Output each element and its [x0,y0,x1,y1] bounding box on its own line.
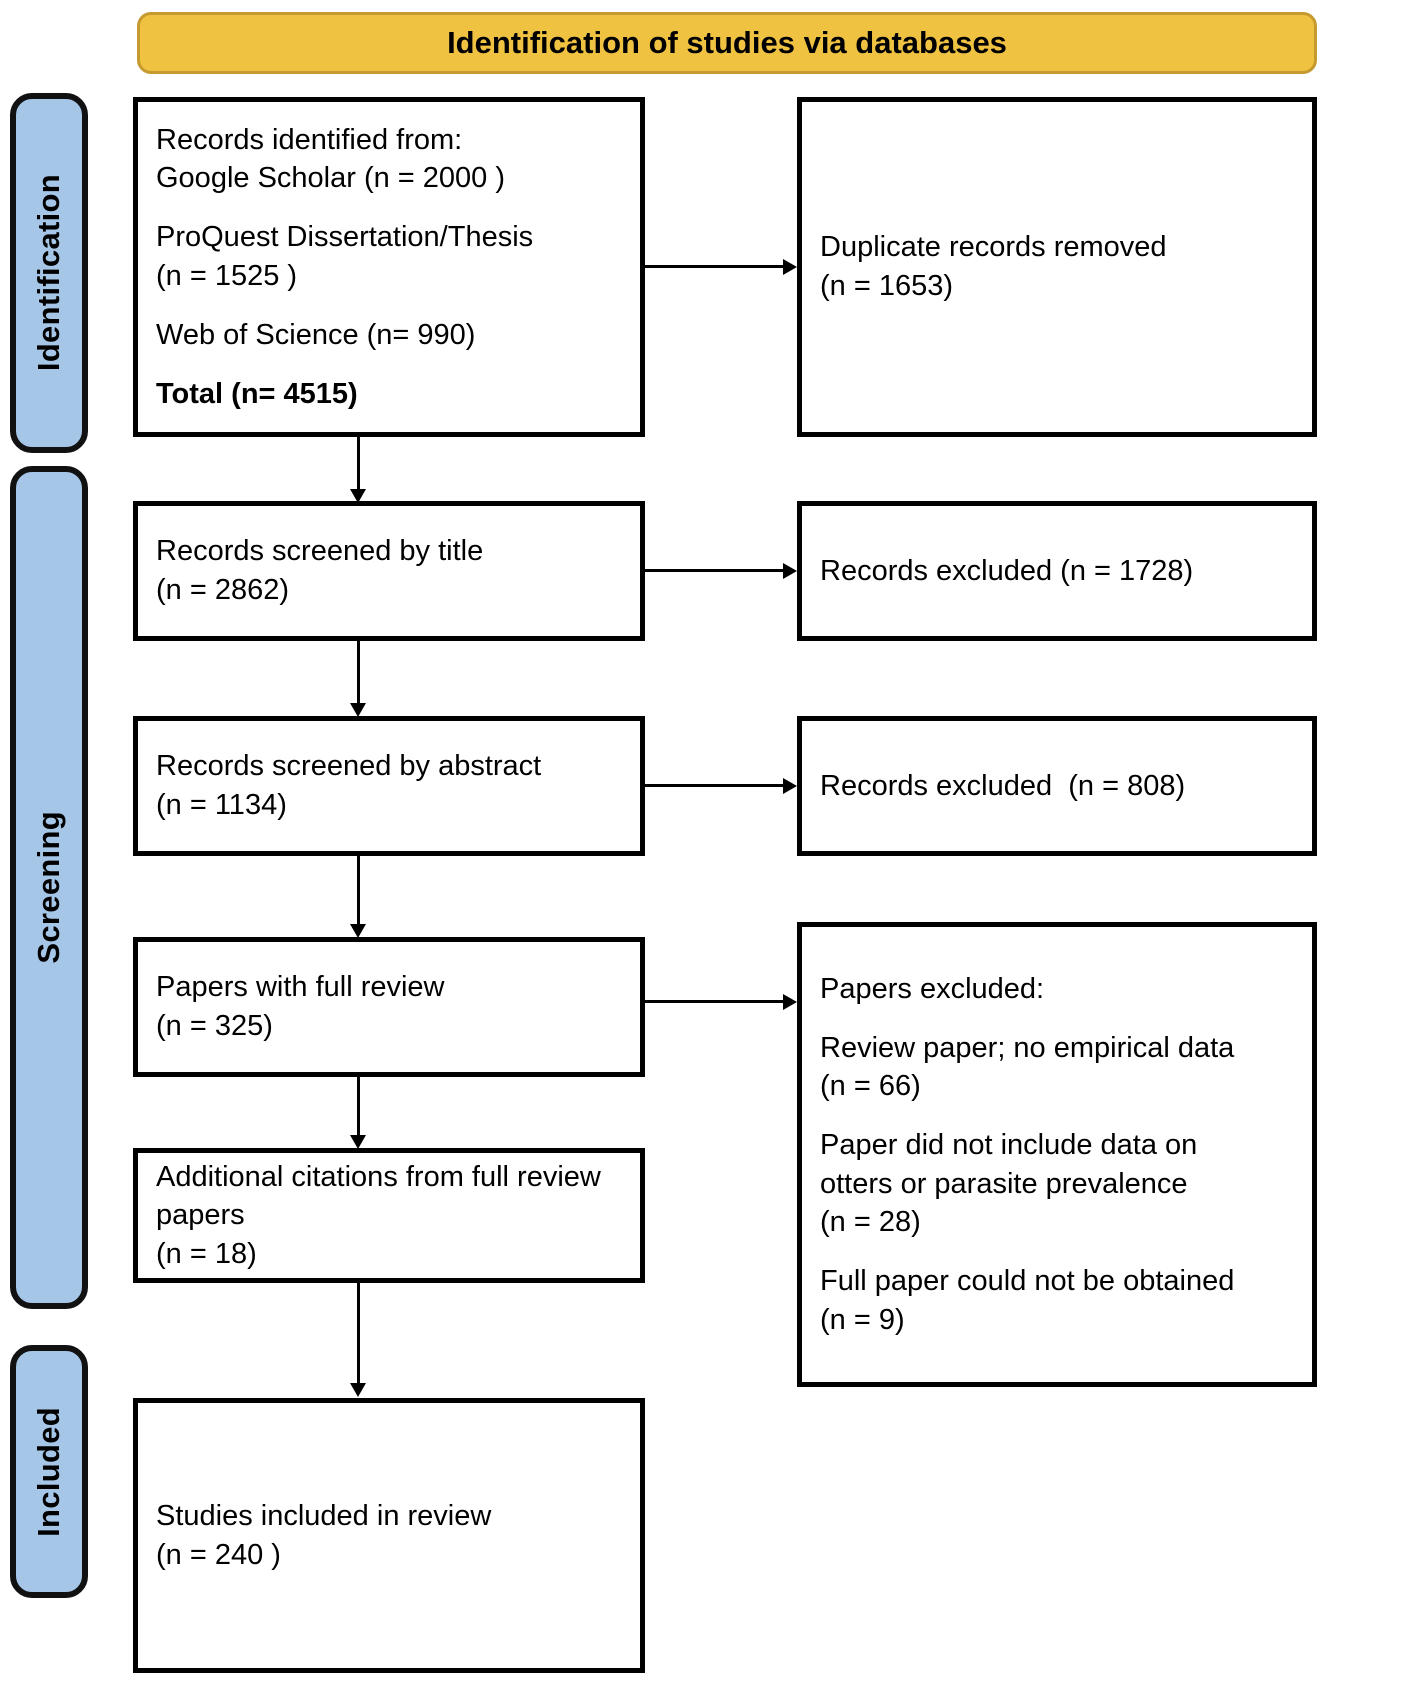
records-excluded-title-box: Records excluded (n = 1728) [797,501,1317,641]
phase-label-screening: Screening [31,811,66,964]
studies-included-in-review-text: Studies included in review (n = 240 ) [156,1497,622,1574]
phase-bar-included: Included [10,1345,88,1598]
connector-title-to-excluded [645,569,783,572]
connector-abstract-to-excluded [645,784,783,787]
studies-included-in-review-box: Studies included in review (n = 240 ) [133,1398,645,1673]
text-line: ProQuest Dissertation/Thesis [156,221,534,254]
arrowhead-title-to-abstract [350,703,366,717]
duplicate-records-removed-text: Duplicate records removed (n = 1653) [820,228,1294,305]
arrowhead-fullreview-to-additional [350,1135,366,1149]
text-line: (n = 1653) [820,270,954,302]
text-line [156,354,622,374]
text-line: (n = 1525 ) [156,259,298,292]
text-line: Full paper could not be obtained [820,1265,1235,1298]
text-line: (n = 325) [156,1010,273,1042]
arrowhead-abstract-to-excluded [783,778,797,794]
text-line: Studies included in review [156,1499,492,1532]
records-screened-by-title-box: Records screened by title (n = 2862) [133,501,645,641]
connector-title-to-abstract [357,641,360,703]
papers-excluded-text: Papers excluded: Review paper; no empiri… [820,970,1294,1339]
text-line: Records excluded (n = 1728) [820,554,1194,587]
text-line: Total (n= 4515) [156,377,358,410]
connector-fullreview-to-additional [357,1077,360,1135]
arrowhead-identified-to-duplicates [783,259,797,275]
connector-additional-to-included [357,1283,360,1383]
text-line: Records excluded (n = 808) [820,769,1186,802]
arrowhead-identified-to-title [350,489,366,503]
arrowhead-additional-to-included [350,1383,366,1397]
text-line: Duplicate records removed [820,231,1167,264]
text-line: Review paper; no empirical data [820,1031,1235,1064]
additional-citations-text: Additional citations from full review pap… [156,1158,622,1274]
connector-abstract-to-fullreview [357,856,360,924]
text-line: otters or parasite prevalence [820,1167,1188,1200]
text-line: Records identified from: [156,123,463,156]
text-line: Papers with full review [156,971,445,1004]
connector-identified-to-title [357,437,360,489]
connector-fullreview-to-papersexcluded [645,1000,783,1003]
text-line [820,1242,1294,1262]
text-line: Google Scholar (n = 2000 ) [156,162,506,195]
text-line: (n = 240 ) [156,1538,281,1571]
text-line: papers [156,1199,245,1232]
papers-excluded-box: Papers excluded: Review paper; no empiri… [797,922,1317,1387]
records-identified-box: Records identified from: Google Scholar (… [133,97,645,437]
text-line: Web of Science (n= 990) [156,318,476,351]
arrowhead-title-to-excluded [783,563,797,579]
text-line: Paper did not include data on [820,1129,1198,1162]
text-line: Additional citations from full review [156,1160,601,1193]
text-line [820,1106,1294,1126]
text-line: (n = 66) [820,1070,921,1103]
text-line: (n = 28) [820,1206,921,1239]
text-line: (n = 1134) [156,789,287,821]
phase-bar-identification: Identification [10,93,88,453]
text-line: Records screened by abstract [156,750,542,783]
records-excluded-abstract-text: Records excluded (n = 808) [820,767,1294,806]
phase-bar-screening: Screening [10,466,88,1309]
duplicate-records-removed-box: Duplicate records removed (n = 1653) [797,97,1317,437]
arrowhead-fullreview-to-papersexcluded [783,994,797,1010]
text-line: Records screened by title [156,535,484,568]
text-line: (n = 18) [156,1237,257,1270]
connector-identified-to-duplicates [645,265,783,268]
text-line: (n = 9) [820,1303,905,1336]
records-identified-text: Records identified from: Google Scholar (… [156,121,622,413]
banner-title: Identification of studies via databases [447,25,1007,60]
records-screened-by-abstract-box: Records screened by abstract (n = 1134) [133,716,645,856]
additional-citations-box: Additional citations from full review pap… [133,1148,645,1283]
diagram-banner: Identification of studies via databases [137,12,1317,74]
records-excluded-title-text: Records excluded (n = 1728) [820,552,1294,591]
phase-label-identification: Identification [31,174,66,372]
records-screened-by-abstract-text: Records screened by abstract (n = 1134) [156,747,622,824]
text-line: Papers excluded: [820,972,1045,1005]
records-excluded-abstract-box: Records excluded (n = 808) [797,716,1317,856]
arrowhead-abstract-to-fullreview [350,924,366,938]
phase-label-included: Included [31,1406,66,1537]
papers-with-full-review-text: Papers with full review (n = 325) [156,968,622,1045]
text-line [156,295,622,315]
text-line: (n = 2862) [156,574,290,606]
text-line [156,198,622,218]
papers-with-full-review-box: Papers with full review (n = 325) [133,937,645,1077]
records-screened-by-title-text: Records screened by title (n = 2862) [156,532,622,609]
text-line [820,1008,1294,1028]
